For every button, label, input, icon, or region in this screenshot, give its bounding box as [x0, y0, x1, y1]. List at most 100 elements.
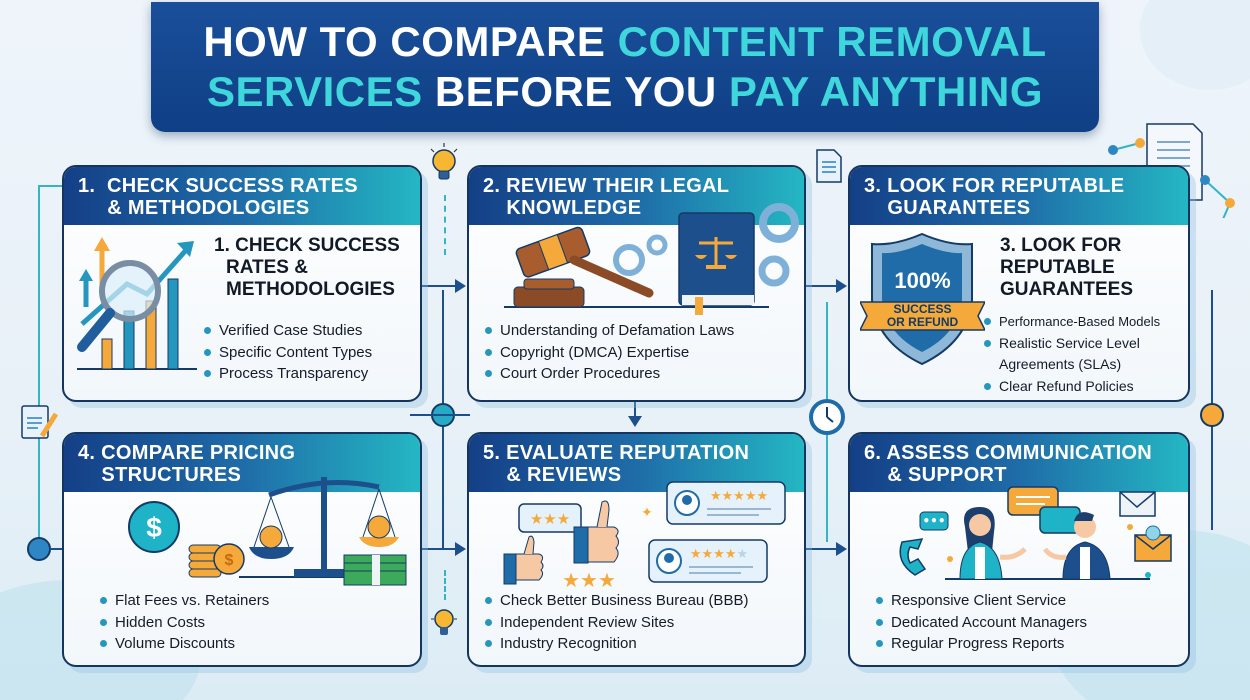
bullet-item: Court Order Procedures	[485, 363, 734, 385]
card-subtitle-line: 1. CHECK SUCCESS	[214, 235, 400, 256]
bullet-item: Specific Content Types	[204, 342, 372, 364]
title-banner: HOW TO COMPARE CONTENT REMOVAL SERVICES …	[151, 2, 1099, 132]
card-header-line: 1. CHECK SUCCESS RATES	[78, 175, 358, 197]
bullet-text: Specific Content Types	[219, 343, 373, 361]
title-text-white: HOW TO COMPARE	[203, 18, 618, 65]
title-text-teal: CONTENT REMOVAL	[617, 18, 1047, 65]
card-subtitle-line: METHODOLOGIES	[226, 279, 395, 300]
bullet-item: Check Better Business Bureau (BBB)	[485, 590, 748, 612]
bullet-text: Independent Review Sites	[500, 613, 675, 631]
bullet-dot	[204, 327, 211, 335]
arrow-1-to-2-line	[422, 285, 457, 287]
bullet-dot	[204, 348, 211, 356]
bullet-text: Clear Refund Policies	[999, 377, 1134, 394]
bullet-text: Dedicated Account Managers	[891, 613, 1087, 631]
bar-chart-magnifier-icon	[77, 237, 197, 370]
bullet-item: Flat Fees vs. Retainers	[100, 590, 269, 612]
card-header: 6. ASSESS COMMUNICATION & SUPPORT	[850, 434, 1188, 492]
bullet-list: Understanding of Defamation Laws Copyrig…	[485, 320, 734, 385]
title-text-white: BEFORE YOU	[434, 68, 729, 115]
left-top-branch	[38, 185, 63, 187]
bullet-list: Check Better Business Bureau (BBB) Indep…	[485, 590, 748, 655]
arrow-2-to-5-line	[634, 400, 636, 418]
document-pencil-icon	[21, 405, 59, 439]
bullet-item: Performance-Based Models	[984, 311, 1160, 333]
bullet-dot	[100, 618, 107, 626]
svg-text:•••: •••	[922, 514, 945, 528]
card-header: 1. CHECK SUCCESS RATES & METHODOLOGIES	[64, 167, 420, 225]
card-body: 1. CHECK SUCCESS RATES & METHODOLOGIES V…	[64, 225, 420, 400]
bullet-list: Performance-Based Models Realistic Servi…	[984, 311, 1160, 397]
bullet-dot	[100, 597, 107, 605]
bullet-text: Court Order Procedures	[500, 365, 661, 382]
card-subtitle: 1. CHECK SUCCESS RATES & METHODOLOGIES	[214, 235, 400, 301]
svg-text:★★★: ★★★	[562, 568, 616, 587]
document-icon	[816, 149, 842, 183]
bullet-dot	[100, 640, 107, 648]
bullet-text: Understanding of Defamation Laws	[500, 322, 735, 339]
arrow-4-to-5-line	[422, 548, 457, 550]
card-header-line: & REVIEWS	[483, 464, 622, 486]
arrow-2-to-5-head	[628, 416, 642, 427]
bullet-text: Check Better Business Bureau (BBB)	[500, 592, 749, 609]
lightbulb-dashed-bottom	[444, 570, 446, 600]
center-left-horizontal	[410, 414, 470, 416]
bullet-item: Regular Progress Reports	[876, 633, 1087, 655]
svg-text:✦: ✦	[641, 505, 653, 521]
bullet-text: Volume Discounts	[115, 635, 236, 652]
bullet-text: Hidden Costs	[115, 613, 206, 631]
card-header-line: 3. LOOK FOR REPUTABLE	[864, 175, 1125, 197]
card-subtitle-line: RATES &	[226, 257, 308, 278]
card-body: ••• Responsive Client Service	[850, 486, 1188, 665]
card-reputable-guarantees: 3. LOOK FOR REPUTABLE GUARANTEES 100% SU…	[848, 165, 1190, 402]
bullet-dot	[876, 597, 883, 605]
bullet-item: Copyright (DMCA) Expertise	[485, 342, 734, 364]
bullet-list: Verified Case Studies Specific Content T…	[204, 320, 372, 385]
bullet-item: Verified Case Studies	[204, 320, 372, 342]
thumbs-up-reviews-stars-icon: ★★★ ★★★ ✦ ★★★★★ ★★★★★	[503, 481, 786, 587]
bullet-item: Industry Recognition	[485, 633, 748, 655]
background-blob-top-right	[1140, 0, 1250, 90]
card-evaluate-reputation: 5. EVALUATE REPUTATION & REVIEWS ★★★ ★★★…	[467, 432, 806, 667]
bullet-text: Process Transparency	[219, 365, 369, 382]
bullet-item: Volume Discounts	[100, 633, 269, 655]
bullet-list: Responsive Client Service Dedicated Acco…	[876, 590, 1087, 655]
badge-value: 100%	[894, 268, 951, 293]
card-body: $ $ Flat Fees vs	[64, 477, 420, 665]
badge-ribbon-line: SUCCESS	[893, 302, 952, 316]
card-header-line: 2. REVIEW THEIR LEGAL	[483, 175, 730, 197]
bullet-text: Realistic Service Level	[999, 334, 1140, 351]
card-header: 3. LOOK FOR REPUTABLE GUARANTEES	[850, 167, 1188, 225]
shield-badge-icon: 100% SUCCESS OR REFUND	[860, 230, 985, 370]
bullet-item: Responsive Client Service	[876, 590, 1087, 612]
left-node	[27, 537, 51, 561]
bullet-dot	[485, 597, 492, 605]
svg-text:★★★★★: ★★★★★	[710, 489, 768, 504]
bullet-item: Understanding of Defamation Laws	[485, 320, 734, 342]
bullet-item: Process Transparency	[204, 363, 372, 385]
card-header-line: GUARANTEES	[864, 197, 1031, 219]
bullet-dot	[876, 618, 883, 626]
bullet-text: Agreements (SLAs)	[999, 356, 1122, 372]
left-vertical-line	[38, 185, 40, 550]
scale-coins-money-icon: $ $	[128, 477, 407, 586]
lightbulb-icon	[430, 143, 458, 180]
bullet-text: Copyright (DMCA) Expertise	[500, 343, 690, 361]
card-header-line: KNOWLEDGE	[483, 197, 642, 219]
card-body: 100% SUCCESS OR REFUND 3. LOOK FOR REPUT…	[850, 225, 1188, 400]
bullet-text: Performance-Based Models	[999, 314, 1161, 329]
card-body: ★★★ ★★★ ✦ ★★★★★ ★★★★★ Check Better Busin…	[469, 481, 804, 665]
card-body: Understanding of Defamation Laws Copyrig…	[469, 203, 804, 400]
bullet-text: Verified Case Studies	[219, 322, 363, 339]
card-header-line: & METHODOLOGIES	[78, 197, 310, 219]
people-conversation-icon: •••	[899, 486, 1172, 580]
arrow-4-to-5-head	[455, 542, 466, 556]
bullet-item: Agreements (SLAs)	[984, 354, 1160, 376]
card-header-line: & SUPPORT	[864, 464, 1007, 486]
card-subtitle-line: 3. LOOK FOR	[1000, 235, 1122, 256]
card-header-line: 6. ASSESS COMMUNICATION	[864, 442, 1153, 464]
bullet-item: Clear Refund Policies	[984, 376, 1160, 398]
bullet-dot	[204, 370, 211, 378]
card-subtitle: 3. LOOK FOR REPUTABLE GUARANTEES	[1000, 235, 1133, 301]
bullet-dot	[876, 640, 883, 648]
